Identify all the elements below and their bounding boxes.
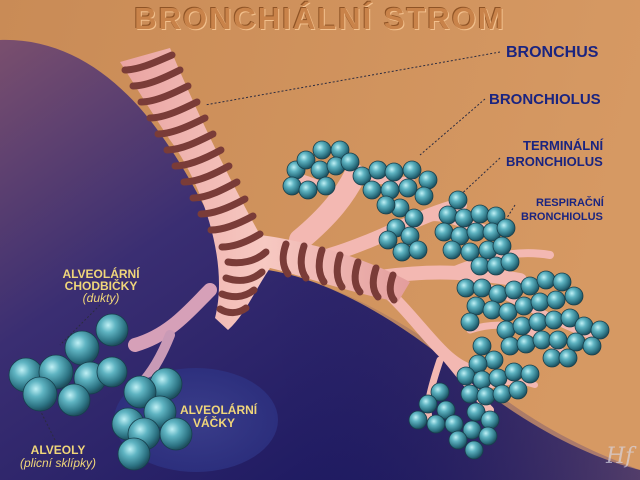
branch-upper-tip [295,173,350,200]
branch-left-duct [128,283,217,352]
cluster-sac-alveoli [111,367,193,471]
alveoli-clusters [8,140,610,471]
background-lower-glow [268,270,640,480]
bronchus [120,48,410,330]
leader-ducts [59,304,101,346]
label-terminal-line2: BRONCHIOLUS [506,154,603,169]
label-alveoli-line1: ALVEOLY [30,443,86,457]
diagram-title: BRONCHIÁLNÍ STROM [134,1,506,36]
label-ducts-line1: ALVEOLÁRNÍ [62,267,140,281]
cluster-bottom [408,336,540,460]
label-bronchiolus: BRONCHIOLUS [489,91,601,108]
cluster-right-upper [434,190,520,276]
label-respiratory-line1: RESPIRAČNÍ [536,197,604,209]
leader-bronchus [204,51,501,106]
cluster-top [282,140,438,262]
cluster-left-alveoli [8,313,129,417]
label-terminal-line1: TERMINÁLNÍ [523,138,604,153]
label-respiratory-line2: BRONCHIOLUS [521,211,603,223]
author-signature: Hf [606,444,634,469]
bronchus-cartilage-rings [121,51,398,317]
label-ducts-line3: (dukty) [82,291,120,305]
label-bronchus: BRONCHUS [506,44,599,61]
cluster-right [456,270,610,368]
label-ducts-line2: CHODBIČKY [64,279,138,293]
label-sacs-line2: VÁČKY [192,416,235,430]
label-sacs-line1: ALVEOLÁRNÍ [180,403,258,417]
label-alveoli-line2: (plicní sklípky) [19,456,96,470]
